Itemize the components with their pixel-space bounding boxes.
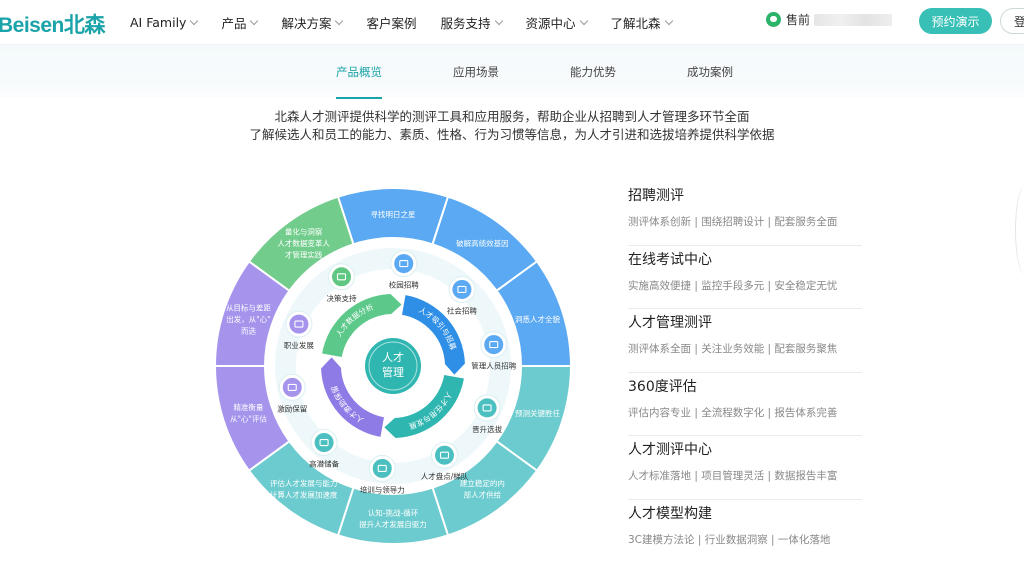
category-desc: 3C建模方法论 | 行业数据洞察 | 一体化落地 (628, 533, 831, 546)
tab-success-cases[interactable]: 成功案例 (687, 65, 733, 79)
category-desc: 评估内容专业 | 全流程数字化 | 报告体系完善 (628, 406, 838, 419)
promotion-icon (473, 394, 501, 422)
intro-line-2: 了解候选人和员工的能力、素质、性格、行为习惯等信息，为人才引进和选拔培养提供科学… (249, 127, 775, 142)
category-desc: 实施高效便捷 | 监控手段多元 | 安全稳定无忧 (628, 279, 838, 292)
category-title: 人才管理测评 (628, 315, 712, 331)
category-desc: 人才标准落地 | 项目管理灵活 | 数据报告丰富 (628, 470, 838, 482)
outer-segment-label: 量化与洞察 (285, 227, 323, 237)
middle-item-label: 校园招聘 (389, 280, 419, 290)
category-item-360-evaluation[interactable]: 360度评估 评估内容专业 | 全流程数字化 | 报告体系完善 (628, 376, 862, 436)
middle-item-label: 晋升选拔 (472, 424, 502, 434)
outer-segment-label: 提升人才发展自驱力 (359, 519, 427, 529)
center-label-line-1: 人才 (382, 350, 404, 364)
category-title: 人才模型构建 (628, 505, 712, 522)
manager-icon (480, 331, 508, 359)
middle-item-label: 决策支持 (327, 293, 357, 303)
nav-item-resource-center[interactable]: 资源中心 (526, 13, 588, 32)
nav-item-solutions[interactable]: 解决方案 (281, 13, 344, 32)
middle-item-label: 培训与领导力 (360, 484, 405, 494)
category-desc: 测评体系创新 | 围绕招聘设计 | 配套服务全面 (628, 216, 838, 228)
training-icon (368, 454, 396, 482)
middle-item-label: 管理人员招聘 (471, 361, 516, 371)
career-icon (285, 310, 313, 338)
book-demo-button[interactable]: 预约演示 (919, 8, 992, 34)
main-nav: AI Family 产品 解决方案 客户案例 服务支持 资源中心 了解北森 (130, 13, 696, 32)
middle-item-label: 职业发展 (284, 340, 314, 350)
category-item-online-exam-center[interactable]: 在线考试中心 实施高效便捷 | 监控手段多元 | 安全稳定无忧 (628, 249, 862, 309)
outer-segment-label: 从目标与差距 (226, 303, 271, 313)
cycle-arrow (384, 375, 464, 438)
category-item-recruitment-assessment[interactable]: 招聘测评 测评体系创新 | 围绕招聘设计 | 配套服务全面 (628, 185, 862, 246)
outer-segment-label: 部人才供给 (464, 490, 502, 500)
outer-segment (247, 195, 355, 293)
outer-segment-label: 洞悉人才全貌 (515, 314, 560, 324)
outer-segment-label: 人才数据变革人 (277, 238, 330, 248)
outer-segment-label: 预测关键胜任 (515, 408, 560, 418)
nav-item-about[interactable]: 了解北森 (611, 13, 673, 32)
tab-application-scenarios[interactable]: 应用场景 (453, 65, 499, 79)
category-title: 招聘测评 (628, 188, 684, 204)
outer-segment-label: 才管理实践 (285, 250, 323, 260)
wechat-icon (766, 12, 781, 27)
outer-segment-label: 寻找明日之星 (371, 209, 416, 219)
cycle-arrow (321, 357, 384, 437)
center-label-line-2: 管理 (382, 365, 404, 379)
chevron-down-icon (250, 16, 259, 26)
outer-segment-label: 破解高绩效基因 (456, 238, 509, 248)
center-core (365, 338, 421, 394)
outer-segment-label: 认知-挑战-循环 (368, 507, 419, 517)
nav-item-service-support[interactable]: 服务支持 (440, 13, 503, 32)
outer-segment-label: 计算人才发展加速度 (270, 490, 338, 500)
chevron-down-icon (494, 16, 503, 26)
nav-item-ai-family[interactable]: AI Family (130, 13, 199, 32)
center-core-ring (368, 341, 418, 391)
outer-segment-label: 建立稳定的内 (460, 478, 505, 488)
login-button[interactable]: 登 (1000, 8, 1024, 34)
category-title: 360度评估 (628, 378, 697, 395)
outer-segment-label: 出发，从"心" (226, 314, 270, 324)
tab-capability-advantages[interactable]: 能力优势 (570, 65, 616, 79)
intro-line-1: 北森人才测评提供科学的测评工具和应用服务，帮助企业从招聘到人才管理多环节全面 (274, 109, 750, 124)
chevron-down-icon (335, 16, 344, 26)
people-icon (448, 275, 476, 303)
category-item-talent-model-building[interactable]: 人才模型构建 3C建模方法论 | 行业数据洞察 | 一体化落地 (628, 503, 862, 564)
outer-segment-label: 评估人才发展与能力 (270, 478, 338, 488)
decision-icon (328, 263, 355, 291)
product-category-list: 招聘测评 测评体系创新 | 围绕招聘设计 | 配套服务全面 在线考试中心 实施高… (628, 182, 862, 563)
cycle-arrow (402, 295, 465, 375)
chevron-down-icon (190, 16, 199, 26)
middle-item-label: 社会招聘 (447, 305, 477, 315)
incentive-icon (278, 373, 306, 401)
category-item-talent-management-assessment[interactable]: 人才管理测评 测评体系全面 | 关注业务效能 | 配套服务聚焦 (628, 312, 862, 373)
category-item-assessment-center[interactable]: 人才测评中心 人才标准落地 | 项目管理灵活 | 数据报告丰富 (628, 439, 862, 500)
category-title: 人才测评中心 (628, 442, 712, 458)
graduation-cap-icon (390, 250, 418, 278)
category-title: 在线考试中心 (628, 251, 712, 268)
beisen-logo[interactable]: Beisen北森 (0, 14, 105, 37)
outer-segment-label: 从"心"评估 (230, 414, 267, 424)
talent-review-icon (431, 441, 458, 469)
tab-product-overview[interactable]: 产品概览 (336, 65, 382, 99)
category-desc: 测评体系全面 | 关注业务效能 | 配套服务聚焦 (628, 343, 838, 355)
middle-item-label: 高潜储备 (309, 459, 339, 469)
talent-management-wheel: 寻找明日之星破解高绩效基因洞悉人才全貌预测关键胜任建立稳定的内部人才供给认知-挑… (213, 187, 573, 545)
presales-contact[interactable]: 售前 (766, 11, 893, 28)
cycle-arrow (322, 294, 402, 357)
product-subnav: 产品概览 应用场景 能力优势 成功案例 (0, 44, 1024, 99)
outer-segment-label: 精准衡量 (233, 402, 263, 412)
middle-item-label: 激励保留 (277, 403, 307, 413)
nav-item-customer-cases[interactable]: 客户案例 (366, 16, 417, 31)
chevron-down-icon (664, 16, 673, 26)
middle-item-label: 人才盘点/梯队 (421, 471, 469, 481)
side-decoration (1015, 185, 1024, 275)
presales-label: 售前 (786, 13, 811, 27)
outer-segment-label: 而选 (241, 326, 256, 336)
high-potential-icon (310, 429, 338, 457)
chevron-down-icon (579, 16, 588, 26)
nav-item-products[interactable]: 产品 (221, 13, 259, 32)
blurred-phone-number (814, 13, 893, 26)
top-navbar: Beisen北森 AI Family 产品 解决方案 客户案例 服务支持 资源中… (0, 0, 1024, 44)
